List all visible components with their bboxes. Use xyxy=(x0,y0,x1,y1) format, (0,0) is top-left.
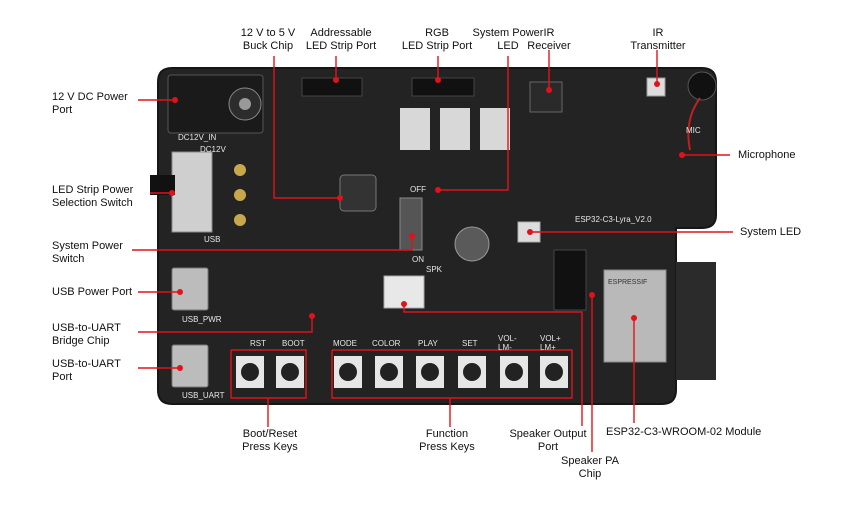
led-power-switch xyxy=(171,151,213,233)
label-dc-power-port: 12 V DC Power Port xyxy=(52,91,128,116)
rgb-header xyxy=(411,77,475,97)
usb-uart-port xyxy=(171,344,209,388)
label-ir-receiver: IR Receiver xyxy=(527,27,571,52)
silk-color: COLOR xyxy=(372,339,401,348)
pcb-board xyxy=(157,67,717,405)
label-buck-chip: 12 V to 5 V Buck Chip xyxy=(240,27,296,52)
silk-usb: USB xyxy=(204,235,220,244)
addressable-header xyxy=(301,77,363,97)
label-system-power-led: System Power LED xyxy=(472,27,544,52)
annotation-dots xyxy=(169,77,685,371)
silk-board-name: ESP32-C3-Lyra_V2.0 xyxy=(575,215,652,224)
silk-usb-pwr: USB_PWR xyxy=(182,315,222,324)
annotation-lines xyxy=(132,50,733,452)
silk-set: SET xyxy=(462,339,478,348)
system-power-switch xyxy=(399,197,423,251)
silk-usb-uart: USB_UART xyxy=(182,391,225,400)
silk-vol-plus: VOL+ LM+ xyxy=(540,334,561,352)
label-usb-uart-port: USB-to-UART Port xyxy=(52,358,121,383)
microphone-part xyxy=(687,71,717,101)
gpio-header xyxy=(553,249,587,311)
silk-mode: MODE xyxy=(333,339,357,348)
label-function-keys: Function Press Keys xyxy=(419,428,475,453)
silk-espressif: ESPRESSIF xyxy=(608,279,647,286)
module-antenna-edge xyxy=(676,262,716,380)
silk-boot: BOOT xyxy=(282,339,305,348)
capacitor xyxy=(454,226,490,262)
silk-off: OFF xyxy=(410,185,426,194)
buck-inductor xyxy=(339,174,377,212)
label-rgb-led-strip: RGB LED Strip Port xyxy=(401,27,473,52)
label-usb-power-port: USB Power Port xyxy=(52,286,133,298)
ir-receiver-part xyxy=(529,81,563,113)
silk-dc12v: DC12V xyxy=(200,145,226,154)
label-led-strip-power-switch: LED Strip Power Selection Switch xyxy=(52,184,134,209)
silk-dc12v-in: DC12V_IN xyxy=(178,133,216,142)
label-microphone: Microphone xyxy=(738,149,796,161)
label-speaker-pa-chip: Speaker PA Chip xyxy=(561,455,619,480)
usb-power-port xyxy=(171,267,209,311)
label-speaker-output-port: Speaker Output Port xyxy=(509,428,587,453)
label-system-led: System LED xyxy=(740,226,802,238)
silk-mic: MIC xyxy=(686,126,701,135)
label-boot-reset-keys: Boot/Reset Press Keys xyxy=(242,428,298,453)
label-system-power-switch: System Power Switch xyxy=(52,240,123,265)
label-addressable-led-strip: Addressable LED Strip Port xyxy=(305,27,377,52)
silk-on: ON xyxy=(412,255,424,264)
silk-spk: SPK xyxy=(426,265,443,274)
label-esp-module: ESP32-C3-WROOM-02 Module xyxy=(606,426,762,438)
silk-vol-minus: VOL- LM- xyxy=(498,334,517,352)
ir-transmitter-part xyxy=(646,77,666,97)
label-usb-uart-bridge: USB-to-UART Bridge Chip xyxy=(52,322,121,347)
label-ir-transmitter: IR Transmitter xyxy=(630,27,686,52)
silk-rst: RST xyxy=(250,339,266,348)
silk-play: PLAY xyxy=(418,339,439,348)
